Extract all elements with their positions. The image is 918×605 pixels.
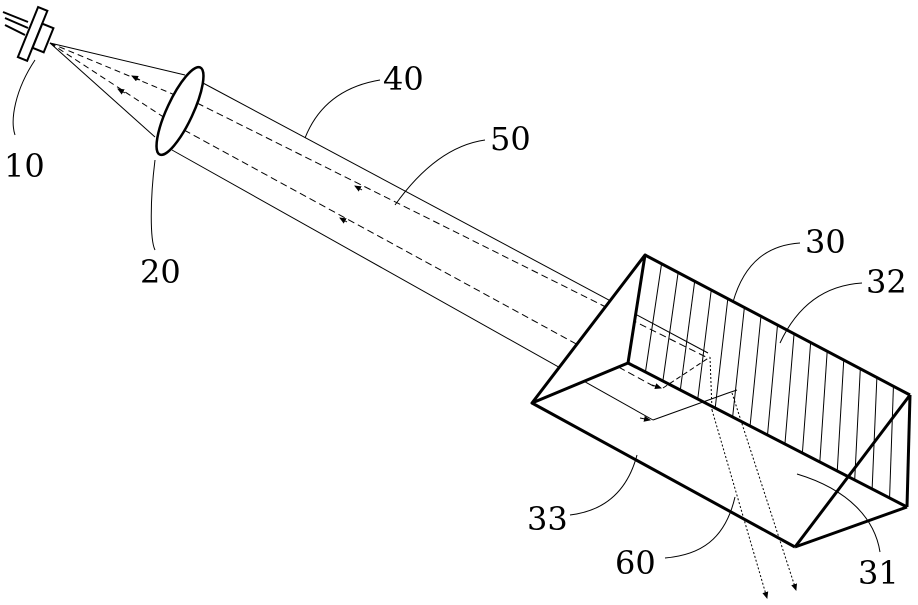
label-32: 32 (866, 266, 907, 298)
hatch-line (837, 360, 844, 471)
hatch-line (820, 351, 827, 462)
reflected-rays (653, 357, 796, 598)
hatch-line (663, 273, 678, 382)
hatch-line (733, 308, 745, 418)
arrow-icon (340, 218, 347, 222)
label-31: 31 (858, 557, 899, 589)
prism (532, 255, 910, 547)
hatch-line (768, 325, 778, 435)
hatch-line (645, 264, 661, 372)
hatch-line (715, 299, 728, 408)
hatch-line (680, 281, 694, 390)
hatch-line (872, 378, 877, 490)
hatch-line (890, 386, 894, 498)
hatch-line (802, 343, 810, 454)
hatched-face (645, 264, 893, 498)
hatch-line (750, 316, 761, 426)
arrow-icon (355, 186, 362, 190)
label-50: 50 (490, 123, 531, 155)
laser-source (3, 7, 53, 61)
lens (148, 62, 212, 160)
label-33: 33 (527, 503, 568, 535)
label-20: 20 (140, 256, 181, 288)
arrow-icon (640, 418, 650, 420)
label-10: 10 (4, 150, 45, 182)
collimated-beam (172, 83, 708, 420)
hatch-line (698, 290, 712, 399)
label-40: 40 (383, 63, 424, 95)
hatch-line (785, 334, 794, 444)
label-30: 30 (805, 226, 846, 258)
label-60: 60 (615, 547, 656, 579)
